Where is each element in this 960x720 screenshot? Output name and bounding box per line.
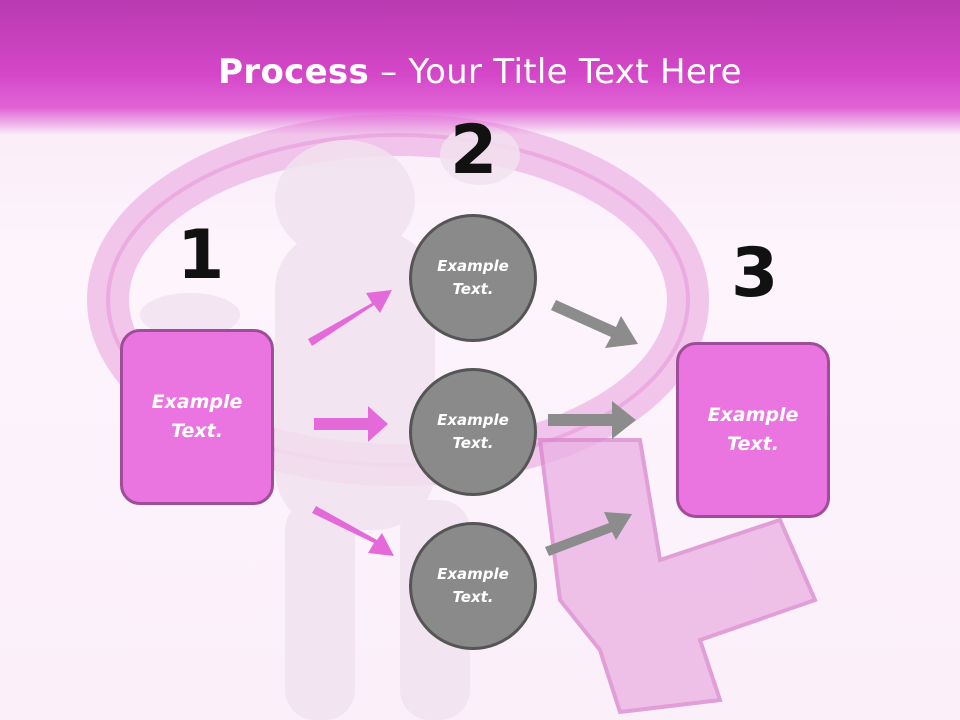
step-2-circle-1: Example Text. [409, 214, 537, 342]
step-number-3: 3 [731, 234, 779, 313]
header-bar [0, 0, 960, 135]
step-2-circle-3: Example Text. [409, 522, 537, 650]
step-number-1: 1 [177, 216, 225, 295]
step-number-2: 2 [450, 111, 498, 190]
step-3-text: Example Text. [707, 404, 799, 455]
step-2-text-1: Example Text. [437, 257, 509, 298]
step-2-text-3: Example Text. [437, 565, 509, 606]
step-2-circle-2: Example Text. [409, 368, 537, 496]
step-1-text: Example Text. [151, 391, 243, 442]
step-3-box: Example Text. [676, 342, 830, 518]
step-1-box: Example Text. [120, 329, 274, 505]
title-rest: – Your Title Text Here [369, 52, 742, 92]
step-2-text-2: Example Text. [437, 411, 509, 452]
title-bold: Process [218, 52, 370, 92]
slide-title: Process – Your Title Text Here [0, 52, 960, 92]
